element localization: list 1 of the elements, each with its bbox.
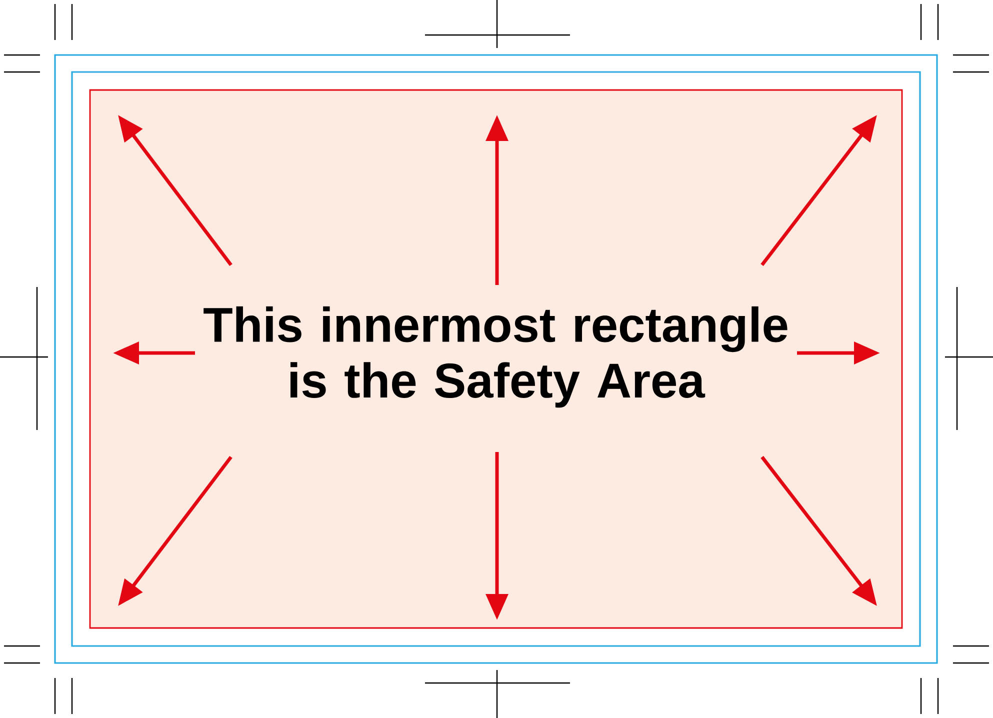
heading-text: This innermost rectangle is the Safety Area <box>204 306 788 408</box>
